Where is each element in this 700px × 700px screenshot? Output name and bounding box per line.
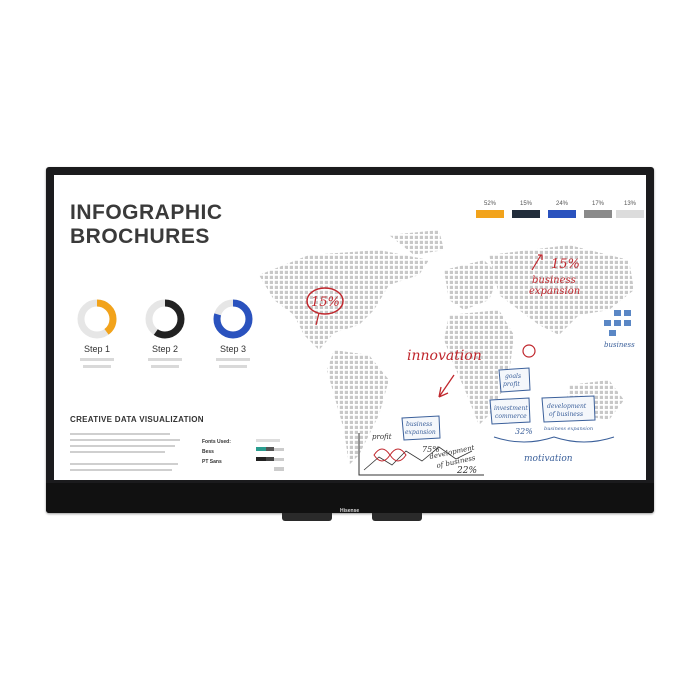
legend-item-3: 24% xyxy=(548,200,576,218)
step-1: Step 1 xyxy=(67,340,127,368)
legend-pct: 13% xyxy=(623,201,636,207)
step-3-text-2 xyxy=(219,365,247,368)
step-2-label: Step 2 xyxy=(151,344,179,354)
donut-step-3 xyxy=(213,299,253,339)
step-2-text xyxy=(148,358,182,361)
dev-business-1: development xyxy=(547,403,587,410)
step-3: Step 3 xyxy=(203,340,263,368)
body-text-line xyxy=(70,445,175,447)
body-text-line xyxy=(70,469,172,471)
donut-step-1 xyxy=(77,299,117,339)
legend-swatch xyxy=(584,210,612,218)
body-text-line xyxy=(70,463,178,465)
business-small: business xyxy=(604,341,635,349)
world-map xyxy=(259,230,634,465)
interactive-display: INFOGRAPHIC BROCHURES Step 1 Step 2 xyxy=(46,167,654,534)
step-1-label: Step 1 xyxy=(83,344,111,354)
business-expansion-small: business expansion xyxy=(544,426,593,432)
font-swatches xyxy=(256,439,284,471)
body-text-line xyxy=(70,433,170,435)
legend-pct: 15% xyxy=(519,201,532,207)
annotations-layer: 15% 15% business expansion innovation bu… xyxy=(306,254,635,476)
step-donuts xyxy=(77,299,253,339)
step-3-label: Step 3 xyxy=(219,344,247,354)
stand-foot-right xyxy=(372,513,422,521)
investment-1: investment xyxy=(494,405,528,412)
fonts-heading: Fonts Used: xyxy=(202,439,231,445)
body-text-line xyxy=(70,439,180,441)
step-1-text xyxy=(80,358,114,361)
legend-item-4: 17% xyxy=(584,200,612,218)
stand-foot-left xyxy=(282,513,332,521)
investment-2: commerce xyxy=(495,413,527,420)
motivation: motivation xyxy=(524,454,573,464)
biz-box-2: expansion xyxy=(405,429,436,436)
profit: profit xyxy=(372,433,392,441)
pct22: 22% xyxy=(456,466,477,476)
innovation: innovation xyxy=(407,348,482,364)
legend-swatch xyxy=(548,210,576,218)
display-screen: INFOGRAPHIC BROCHURES Step 1 Step 2 xyxy=(54,175,646,480)
title-line-2: BROCHURES xyxy=(70,225,210,248)
pct75: 75% xyxy=(422,445,440,454)
legend-item-2: 15% xyxy=(512,200,540,218)
pct15-map: 15% xyxy=(311,295,340,310)
goals: goals xyxy=(505,373,521,380)
section-title: CREATIVE DATA VISUALIZATION xyxy=(70,415,204,424)
brand-logo: Hisense xyxy=(340,508,360,514)
legend-pct: 24% xyxy=(555,201,568,207)
font-2: PT Sans xyxy=(202,459,222,465)
body-text-line xyxy=(70,451,165,453)
legend-item-1: 52% xyxy=(476,200,504,218)
dev-business-2: of business xyxy=(549,411,583,418)
page-title: INFOGRAPHIC BROCHURES xyxy=(70,201,223,249)
legend-swatch xyxy=(512,210,540,218)
legend-item-5: 13% xyxy=(616,200,644,218)
business-expansion-2: expansion xyxy=(529,286,580,297)
legend-swatch xyxy=(476,210,504,218)
legend-pct: 17% xyxy=(591,201,604,207)
pct32: 32% xyxy=(515,427,533,436)
step-2-text-2 xyxy=(151,365,179,368)
biz-box-1: business xyxy=(406,421,432,428)
step-1-text-2 xyxy=(83,365,111,368)
legend-pct: 52% xyxy=(483,201,496,207)
display-bottom-bar xyxy=(46,483,654,513)
step-3-text xyxy=(216,358,250,361)
pct15-top: 15% xyxy=(551,257,580,272)
title-line-1: INFOGRAPHIC xyxy=(70,201,223,224)
step-2: Step 2 xyxy=(135,340,195,368)
business-expansion-1: business xyxy=(532,275,576,286)
profit-box: profit xyxy=(503,381,520,388)
legend-swatch xyxy=(616,210,644,218)
donut-step-2 xyxy=(145,299,185,339)
fonts-used: Fonts Used: Bess PT Sans xyxy=(202,437,231,467)
font-1: Bess xyxy=(202,449,214,455)
